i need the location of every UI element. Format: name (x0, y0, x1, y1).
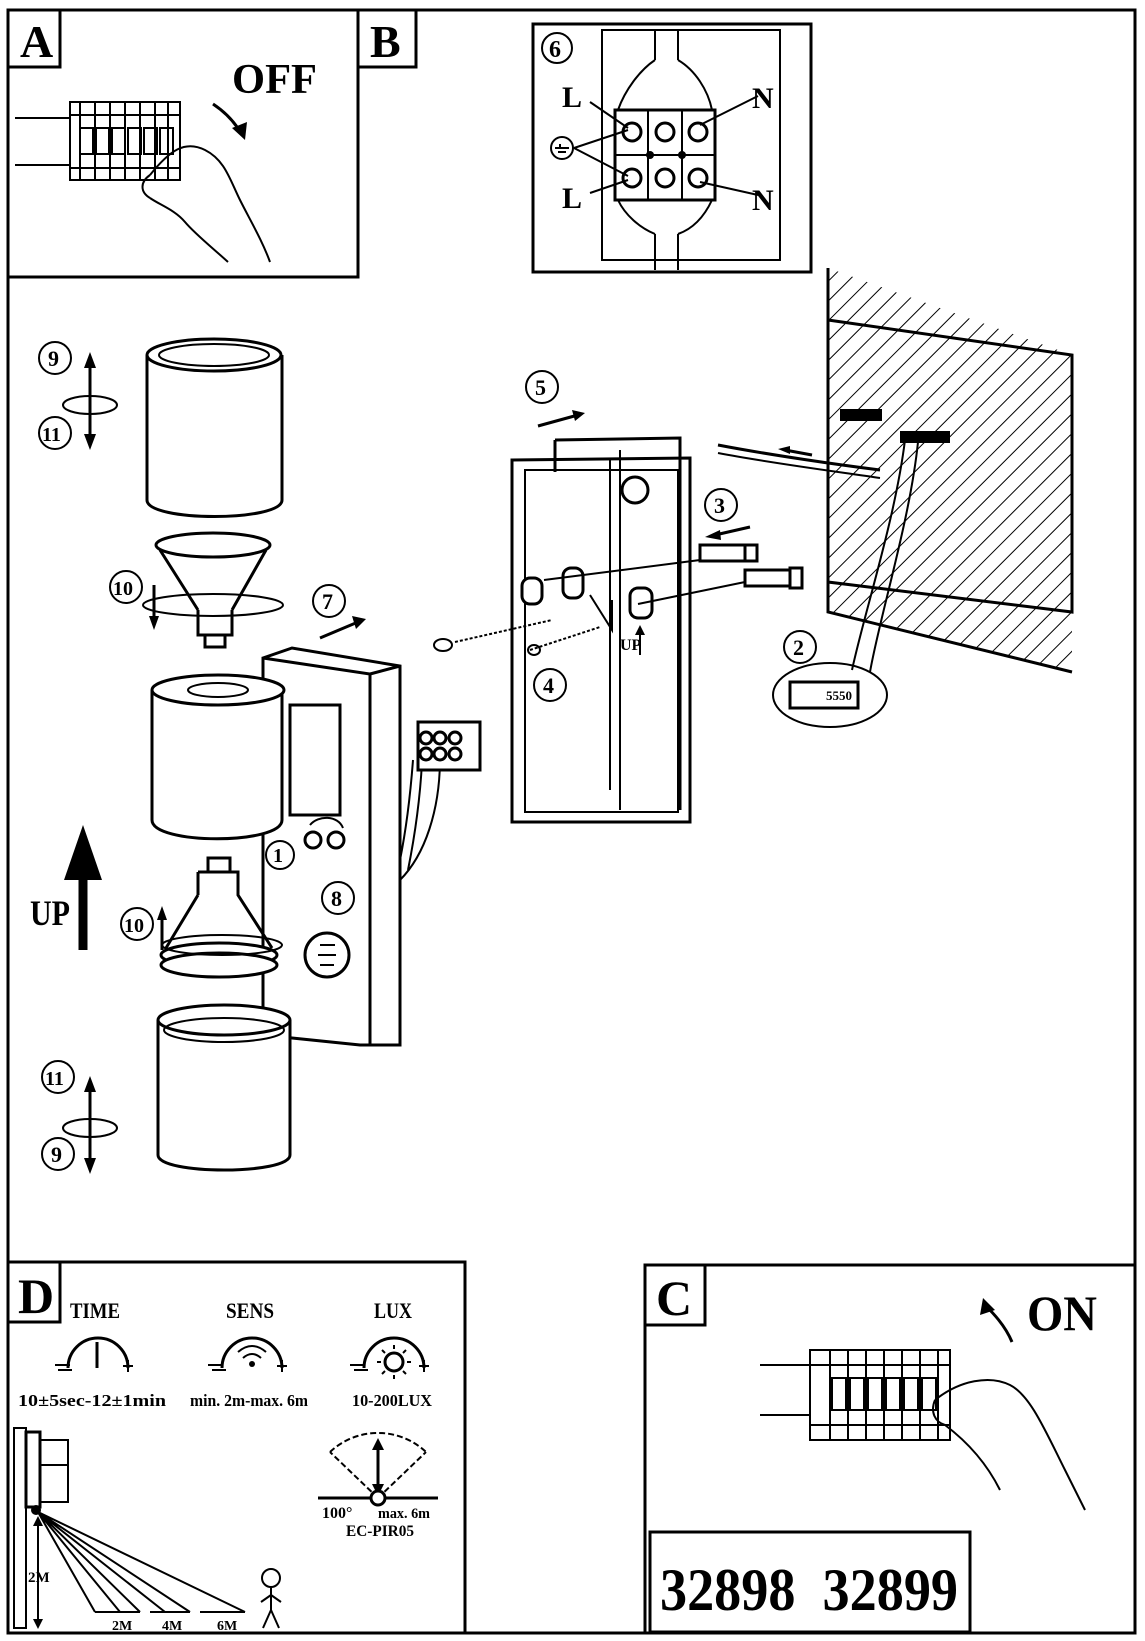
lower-shade-top-illustration (150, 673, 286, 841)
bracket-up-label: UP (620, 637, 642, 654)
time-dial-icon (55, 1336, 133, 1372)
model-numbers: 32898 32899 (660, 1557, 958, 1623)
wiring-label-n-bottom: N (752, 184, 774, 217)
step-10-top: 10 (113, 578, 133, 600)
sens-dial-icon (208, 1336, 287, 1372)
step-11-top: 11 (42, 424, 61, 446)
lower-shade-illustration (156, 1003, 292, 1172)
upper-shade-illustration (145, 337, 284, 518)
step-5: 5 (535, 375, 546, 400)
detection-range-label: max. 6m (378, 1506, 430, 1522)
sensor-lux-label: LUX (374, 1298, 412, 1323)
panel-d-letter: D (18, 1268, 54, 1324)
wiring-step-badge (541, 32, 573, 64)
detection-range-illustration (13, 1427, 282, 1629)
sensor-time-label: TIME (70, 1298, 120, 1323)
step-11-bottom: 11 (45, 1068, 64, 1090)
panel-c-breaker-illustration (760, 1298, 1086, 1511)
lower-bulb-illustration (159, 856, 279, 979)
panel-c-letter: C (656, 1270, 692, 1326)
step-10-bottom: 10 (124, 915, 144, 937)
detection-height-label: 2M (28, 1570, 50, 1586)
step-3: 3 (714, 493, 725, 518)
step-2: 2 (793, 635, 804, 660)
step-7: 7 (322, 589, 333, 614)
panel-c-on-label: ON (1027, 1285, 1097, 1341)
step-8: 8 (331, 886, 342, 911)
wall-bracket-illustration (510, 436, 692, 824)
lux-dial-icon (350, 1336, 429, 1379)
sensor-model-label: EC-PIR05 (346, 1523, 414, 1540)
step-4: 4 (543, 673, 554, 698)
panel-a-breaker-illustration (15, 101, 271, 263)
sensor-sens-value: min. 2m-max. 6m (190, 1391, 308, 1410)
drill-bit-illustration (772, 662, 888, 728)
panel-b-letter: B (370, 16, 401, 67)
sensor-lux-value: 10-200LUX (352, 1391, 433, 1410)
drill-bit-size-label: 5550 (826, 688, 852, 703)
screws-bolts-illustration (433, 410, 804, 656)
panel-a-letter: A (20, 16, 53, 67)
lamp-up-label: UP (30, 893, 70, 933)
step-badges (38, 341, 817, 1171)
detection-distance-4m: 4M (162, 1619, 182, 1634)
step-1: 1 (273, 845, 283, 867)
detection-angle-label: 100° (322, 1505, 352, 1522)
wiring-step-number: 6 (549, 37, 561, 63)
wiring-label-l-bottom: L (562, 182, 582, 215)
detection-distance-2m: 2M (112, 1619, 132, 1634)
frame (6, 8, 1137, 1635)
detection-angle-illustration (318, 1431, 438, 1507)
sensor-sens-label: SENS (226, 1298, 274, 1323)
sensor-time-value: 10±5sec-12±1min (18, 1391, 167, 1410)
wiring-label-n-top: N (752, 82, 774, 115)
wiring-label-l-top: L (562, 81, 582, 114)
direction-arrows (62, 352, 366, 1174)
brick-wall-illustration (717, 268, 1074, 674)
step-9-bottom: 9 (51, 1142, 62, 1167)
panel-a-off-label: OFF (232, 57, 317, 103)
wiring-terminal-illustration (531, 22, 813, 274)
step-9-top: 9 (48, 346, 59, 371)
upper-bulb-illustration (154, 531, 272, 649)
detection-distance-6m: 6M (217, 1619, 237, 1634)
lamp-body-illustration (261, 646, 482, 1047)
